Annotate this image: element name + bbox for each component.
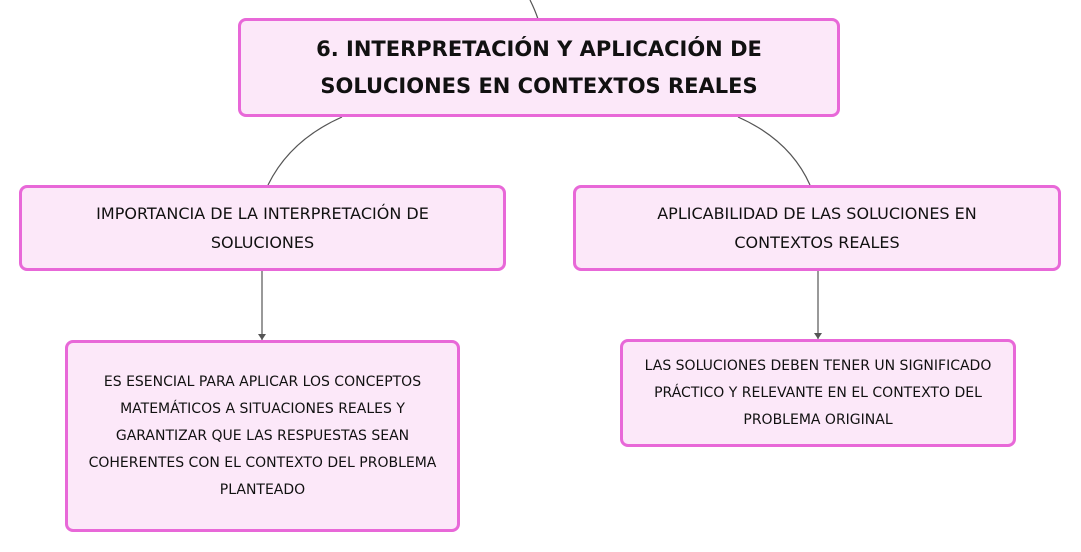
topic-node-applicability[interactable]: APLICABILIDAD DE LAS SOLUCIONES EN CONTE… [573,185,1061,271]
topic-label-applicability: APLICABILIDAD DE LAS SOLUCIONES EN CONTE… [657,204,977,252]
topic-label-importance: IMPORTANCIA DE LA INTERPRETACIÓN DE SOLU… [96,204,429,252]
connector-root-to-left-branch [267,116,343,186]
arrowhead-left-leaf [258,334,266,340]
subtopic-node-importance-detail[interactable]: ES ESENCIAL PARA APLICAR LOS CONCEPTOS M… [65,340,460,532]
root-topic-node[interactable]: 6. INTERPRETACIÓN Y APLICACIÓN DE SOLUCI… [238,18,840,117]
arrowhead-right-leaf [814,333,822,339]
connector-parent-to-root [529,0,539,20]
connector-root-to-right-branch [737,116,811,186]
subtopic-label-applicability-detail: LAS SOLUCIONES DEBEN TENER UN SIGNIFICAD… [644,357,992,428]
subtopic-label-importance-detail: ES ESENCIAL PARA APLICAR LOS CONCEPTOS M… [88,373,437,498]
topic-node-importance[interactable]: IMPORTANCIA DE LA INTERPRETACIÓN DE SOLU… [19,185,506,271]
root-topic-label: 6. INTERPRETACIÓN Y APLICACIÓN DE SOLUCI… [316,36,762,98]
subtopic-node-applicability-detail[interactable]: LAS SOLUCIONES DEBEN TENER UN SIGNIFICAD… [620,339,1016,447]
